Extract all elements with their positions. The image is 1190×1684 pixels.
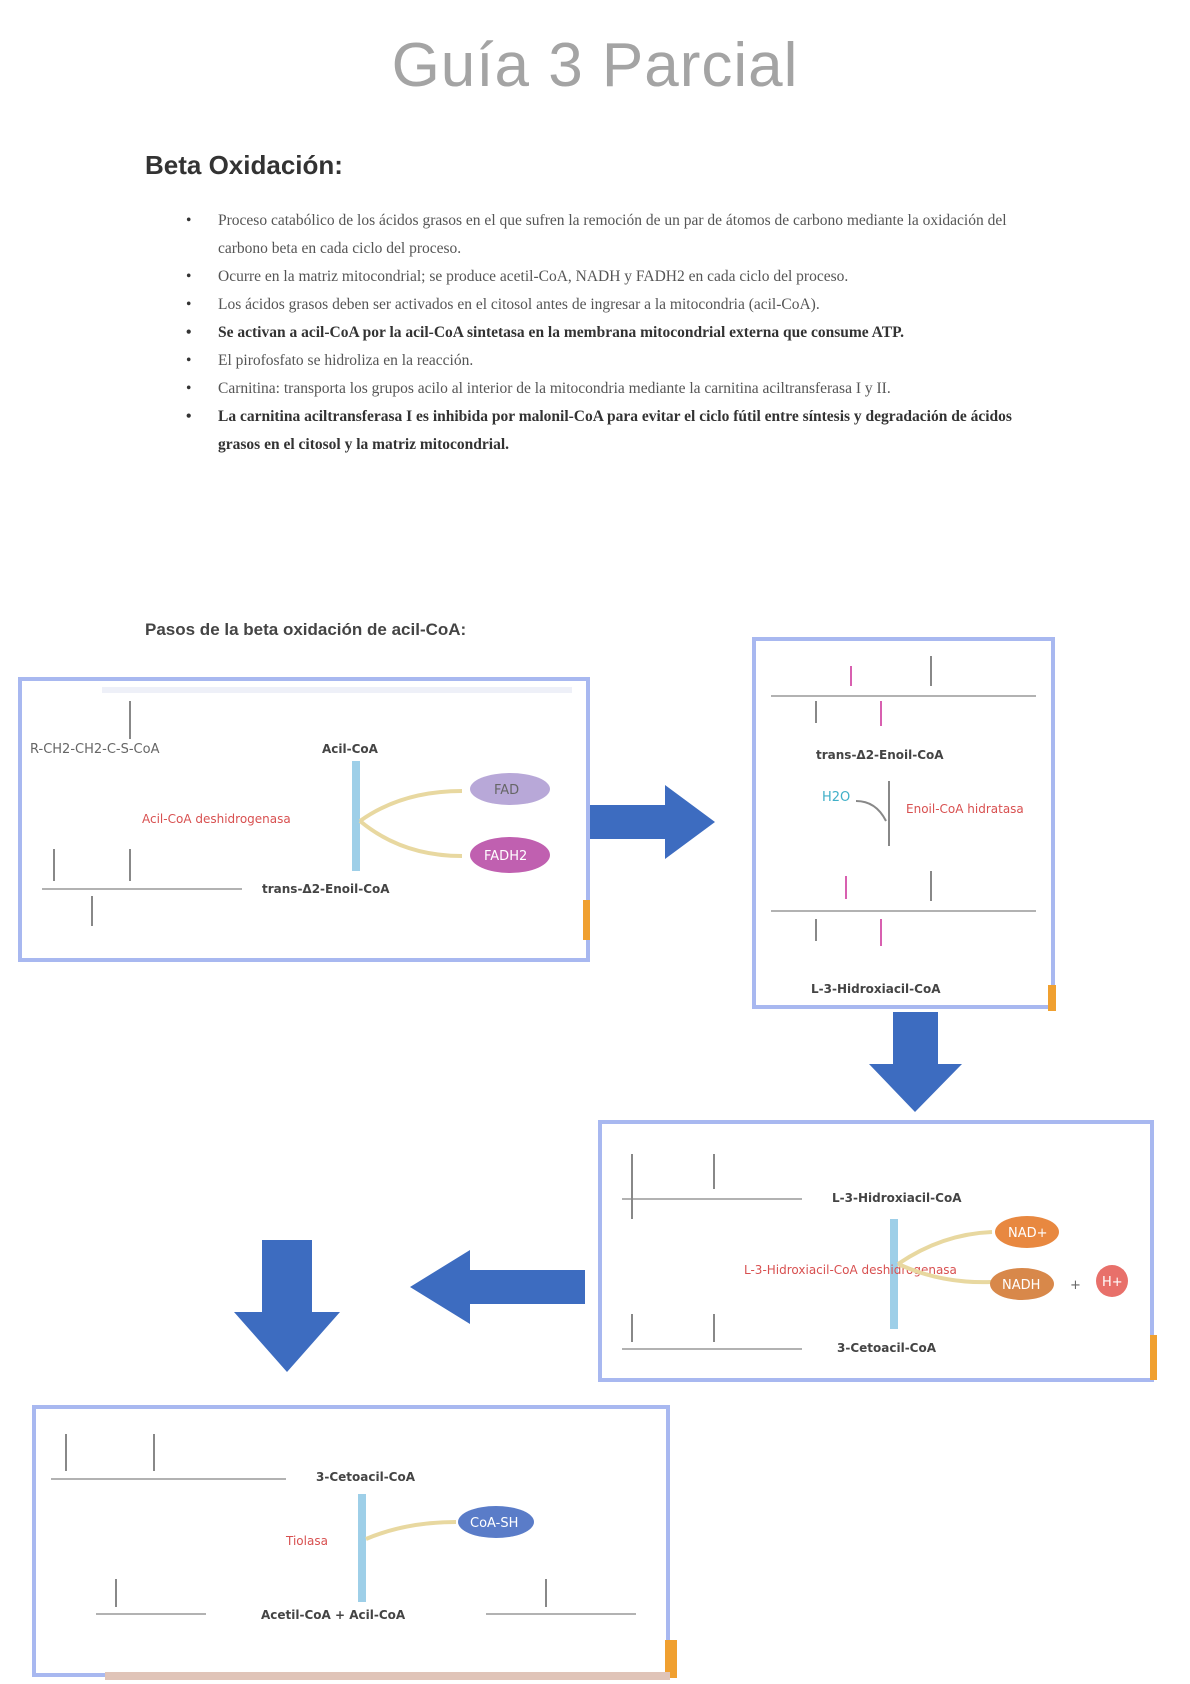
bullet-item: •Ocurre en la matriz mitocondrial; se pr… <box>186 268 849 285</box>
step4-panel: 3-Cetoacil-CoA Tiolasa CoA-SH Acetil-CoA… <box>32 1405 670 1677</box>
bullet-item: •El pirofosfato se hidroliza en la reacc… <box>186 352 474 369</box>
arrow-right-icon <box>590 785 715 859</box>
bullet-item: •Los ácidos grasos deben ser activados e… <box>186 296 820 313</box>
step2-reagent: H2O <box>822 790 850 805</box>
step1-substrate: R-CH2-CH2-C-S-CoA <box>30 742 160 757</box>
bullet-list: •Proceso catabólico de los ácidos grasos… <box>180 207 1050 459</box>
svg-text:+: + <box>1070 1278 1081 1293</box>
section-heading: Beta Oxidación: <box>145 150 343 180</box>
panel-shadow <box>105 1672 670 1680</box>
step4-enzyme-name: Tiolasa <box>285 1534 328 1548</box>
accent-mark <box>583 900 590 940</box>
accent-mark <box>1048 985 1056 1011</box>
bullet-item: •La carnitina aciltransferasa I es inhib… <box>186 408 1012 453</box>
step1-panel: R-CH2-CH2-C-S-CoA Acil-CoA Acil-CoA desh… <box>18 677 590 962</box>
step1-enzyme: Acil-CoA <box>322 742 379 756</box>
step2-top-label: trans-Δ2-Enoil-CoA <box>816 748 944 762</box>
step4-cofactor-in: CoA-SH <box>470 1516 518 1531</box>
arrow-down-icon <box>234 1240 340 1372</box>
accent-mark <box>665 1640 677 1678</box>
step4-enzyme: 3-Cetoacil-CoA <box>316 1470 416 1484</box>
step1-enzyme-name: Acil-CoA deshidrogenasa <box>142 812 291 826</box>
pasos-heading: Pasos de la beta oxidación de acil-CoA: <box>145 620 467 639</box>
step2-bottom-label: L-3-Hidroxiacil-CoA <box>811 982 941 996</box>
bullet-item: •Se activan a acil-CoA por la acil-CoA s… <box>186 324 904 341</box>
step2-enzyme-name: Enoil-CoA hidratasa <box>906 802 1024 816</box>
step4-product: Acetil-CoA + Acil-CoA <box>261 1608 406 1622</box>
arrow-left-icon <box>410 1250 585 1324</box>
step3-cofactor-out: NADH <box>1002 1278 1040 1293</box>
accent-mark <box>1150 1335 1157 1380</box>
step3-product: 3-Cetoacil-CoA <box>837 1341 937 1355</box>
step1-product: trans-Δ2-Enoil-CoA <box>262 882 390 896</box>
step1-cofactor-out: FADH2 <box>484 849 527 864</box>
step3-extra: H+ <box>1102 1275 1123 1290</box>
step3-panel: L-3-Hidroxiacil-CoA L-3-Hidroxiacil-CoA … <box>598 1120 1154 1382</box>
step2-panel: trans-Δ2-Enoil-CoA H2O Enoil-CoA hidrata… <box>752 637 1055 1009</box>
bullet-item: •Proceso catabólico de los ácidos grasos… <box>186 212 1007 257</box>
bullet-item: •Carnitina: transporta los grupos acilo … <box>186 380 891 397</box>
step3-enzyme: L-3-Hidroxiacil-CoA <box>832 1191 962 1205</box>
step1-cofactor-in: FAD <box>494 783 519 798</box>
step3-cofactor-in: NAD+ <box>1008 1226 1048 1241</box>
arrow-down-icon <box>869 1012 962 1112</box>
document-title: Guía 3 Parcial <box>391 31 799 100</box>
